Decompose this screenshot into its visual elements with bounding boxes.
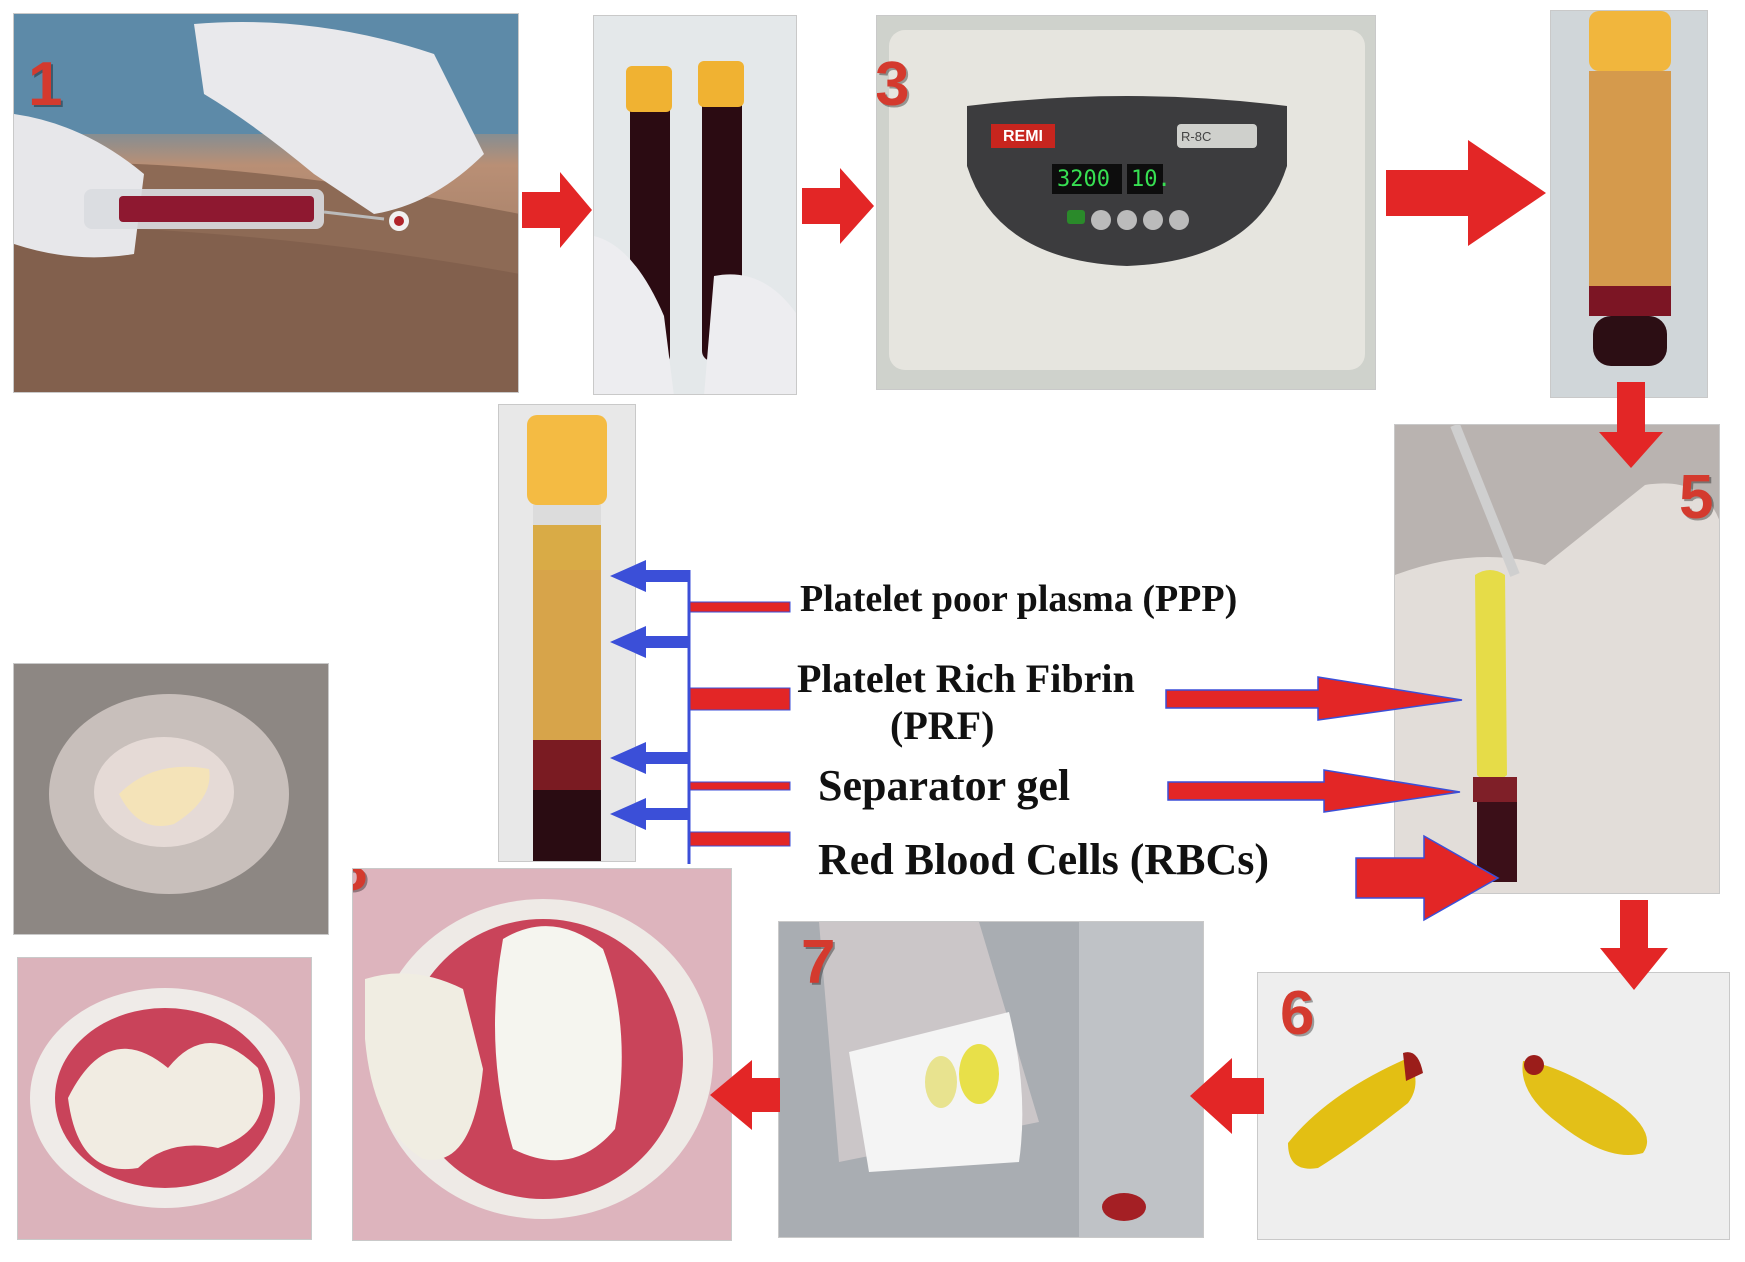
wound-application-illustration [353, 869, 731, 1240]
panel-wound-small-bottom [17, 957, 312, 1240]
start-button [1067, 210, 1085, 224]
arrow-1-to-2 [522, 172, 592, 248]
label-separator-gel: Separator gel [818, 761, 1071, 810]
centrifuge-model: R-8C [1181, 129, 1212, 144]
panel-blood-tubes: 2 [593, 15, 797, 395]
centrifuged-tube-illustration [1551, 11, 1707, 397]
prf-clots-illustration [1258, 973, 1729, 1239]
panel-wound-application: 8 [352, 868, 732, 1241]
label-bar-prf [689, 687, 791, 711]
centrifuge-speed-display: 3200 [1057, 167, 1110, 192]
step-number-1: 1 [28, 50, 63, 119]
prf-membrane-illustration [779, 922, 1203, 1237]
control-button [1143, 210, 1163, 230]
panel-prf-membrane: 7 [778, 921, 1204, 1238]
step-number-5: 5 [1679, 463, 1714, 532]
centrifuge-button-row [1067, 210, 1189, 230]
panel-prf-clots: 6 [1257, 972, 1730, 1240]
panel-labeled-tube [498, 404, 636, 862]
step-number-3: 3 [876, 50, 910, 119]
label-bar-rbc [689, 831, 791, 847]
blood-tubes-illustration [594, 16, 796, 394]
control-button [1091, 210, 1111, 230]
wound-small-bottom-illustration [18, 958, 311, 1239]
label-ppp: Platelet poor plasma (PPP) [800, 578, 1238, 620]
wound-small-top-illustration [14, 664, 328, 934]
step-number-7: 7 [801, 928, 836, 997]
step-number-8: 8 [353, 869, 367, 901]
panel-prf-extraction: 5 [1394, 424, 1720, 894]
label-rbc: Red Blood Cells (RBCs) [818, 835, 1270, 884]
label-prf-line2: (PRF) [890, 703, 995, 748]
label-bar-gel [689, 781, 791, 791]
control-button [1117, 210, 1137, 230]
blood-draw-illustration [14, 14, 518, 392]
centrifuge-illustration [877, 16, 1375, 389]
panel-blood-draw: 1 [13, 13, 519, 393]
control-button [1169, 210, 1189, 230]
prf-extraction-illustration [1395, 425, 1719, 893]
panel-wound-small-top [13, 663, 329, 935]
label-prf-line1: Platelet Rich Fibrin [797, 656, 1135, 701]
arrow-2-to-3 [802, 168, 874, 244]
centrifuge-brand: REMI [1003, 128, 1043, 145]
panel-centrifuge: REMI R-8C 3200 10. 3 [876, 15, 1376, 390]
step-number-6: 6 [1280, 979, 1315, 1048]
arrow-3-to-4 [1386, 140, 1546, 246]
centrifuge-time-display: 10. [1131, 167, 1171, 192]
panel-centrifuged-tube: 4 [1550, 10, 1708, 398]
label-bar-ppp [689, 601, 791, 613]
labeled-tube-illustration [499, 405, 635, 861]
